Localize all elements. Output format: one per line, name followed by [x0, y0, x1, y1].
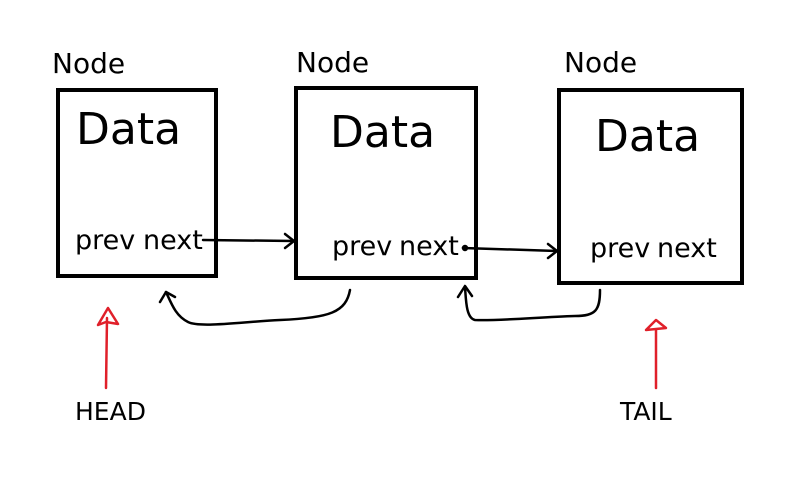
node-2-next: next	[399, 231, 459, 262]
node-1-prev: prev	[75, 225, 136, 256]
node-3-box	[557, 88, 744, 285]
node-1-title: Node	[52, 47, 126, 80]
prev-arrow-2	[456, 284, 602, 322]
tail-arrow	[644, 318, 668, 390]
prev-arrow-1	[158, 288, 352, 326]
node-1-box	[56, 88, 218, 278]
node-3-prev: prev	[590, 233, 651, 264]
next-arrow-1	[201, 232, 296, 250]
next-arrow-2	[461, 242, 559, 260]
node-2-data: Data	[330, 107, 436, 158]
node-3-next: next	[657, 233, 717, 264]
node-1-next: next	[143, 225, 203, 256]
node-2-title: Node	[296, 46, 370, 79]
node-1-data: Data	[76, 104, 182, 155]
node-2-box	[294, 86, 478, 280]
node-2-prev: prev	[332, 231, 393, 262]
head-arrow	[96, 306, 120, 390]
tail-label: TAIL	[620, 397, 672, 426]
node-3-data: Data	[595, 111, 701, 162]
head-label: HEAD	[75, 397, 146, 426]
node-3-title: Node	[564, 46, 638, 79]
